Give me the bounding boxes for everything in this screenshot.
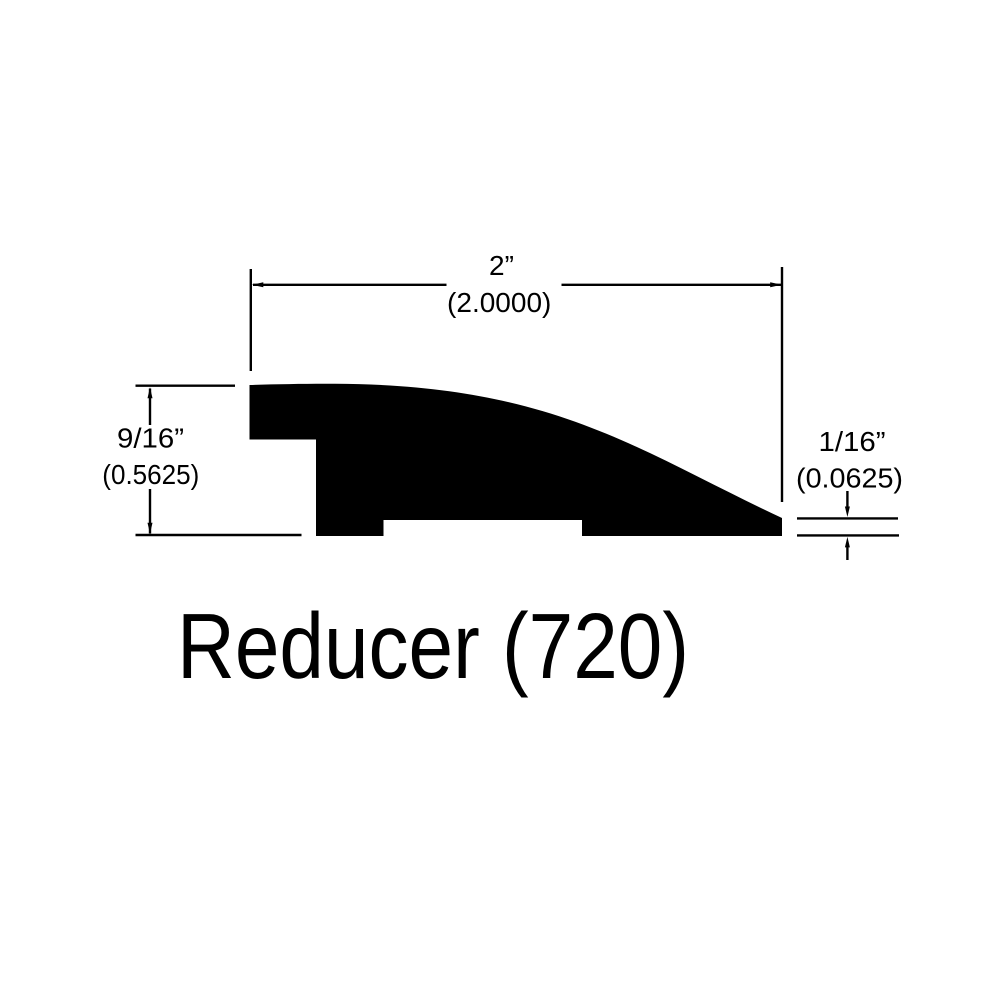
svg-text:2”: 2” (489, 250, 514, 281)
svg-text:(0.0625): (0.0625) (796, 463, 903, 494)
svg-text:(2.0000): (2.0000) (447, 287, 551, 318)
svg-text:1/16”: 1/16” (819, 426, 886, 457)
svg-text:9/16”: 9/16” (117, 423, 184, 454)
svg-text:(0.5625): (0.5625) (102, 459, 199, 490)
svg-text:Reducer (720): Reducer (720) (177, 594, 689, 698)
